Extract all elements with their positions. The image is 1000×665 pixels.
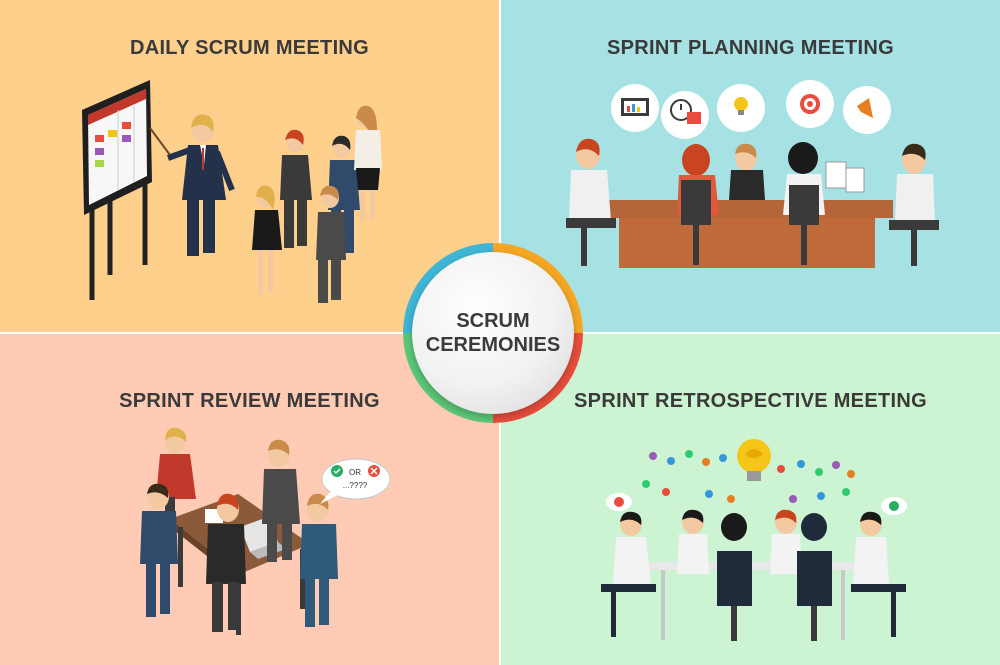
lightbulb-brain-icon [737,439,771,481]
center-title-line2: CEREMONIES [425,334,561,356]
check-icon [881,497,907,515]
sprint-retrospective-illustration [601,439,907,641]
cross-icon [606,493,632,511]
quadrant-sprint-planning: SPRINT PLANNING MEETING [501,0,1000,332]
sprint-review-illustration: OR ...???? [140,427,391,635]
quadrant-title: DAILY SCRUM MEETING [129,37,370,59]
center-title-line1: SCRUM [456,310,530,332]
team-members [252,105,382,303]
lightbulb-icon [717,84,765,132]
quadrant-title: SPRINT PLANNING MEETING [607,37,894,59]
review-team [140,427,338,632]
retro-table [646,562,861,640]
daily-scrum-illustration [82,80,382,303]
or-label: OR [349,468,361,477]
retro-team [601,509,906,641]
megaphone-icon [843,86,891,134]
target-icon [786,80,834,128]
presenter-figure [149,114,235,256]
cross-icon [368,465,380,477]
check-icon [331,465,343,477]
quadrant-daily-scrum: DAILY SCRUM MEETING [0,0,499,332]
monitor-chart-icon [611,84,659,132]
clock-calendar-icon [661,91,709,139]
center-badge: SCRUM CEREMONIES [412,252,574,414]
quadrant-title: SPRINT RETROSPECTIVE MEETING [574,390,927,412]
quadrant-sprint-review: SPRINT REVIEW MEETING [0,334,499,665]
quadrant-title: SPRINT REVIEW MEETING [119,390,380,412]
idea-icons-cloud [642,450,855,503]
whiteboard [82,80,152,300]
quadrant-sprint-retrospective: SPRINT RETROSPECTIVE MEETING [501,334,1000,665]
planning-team [566,138,939,266]
sprint-planning-illustration [566,80,939,268]
conference-table [601,200,893,268]
query-label: ...???? [343,481,368,490]
